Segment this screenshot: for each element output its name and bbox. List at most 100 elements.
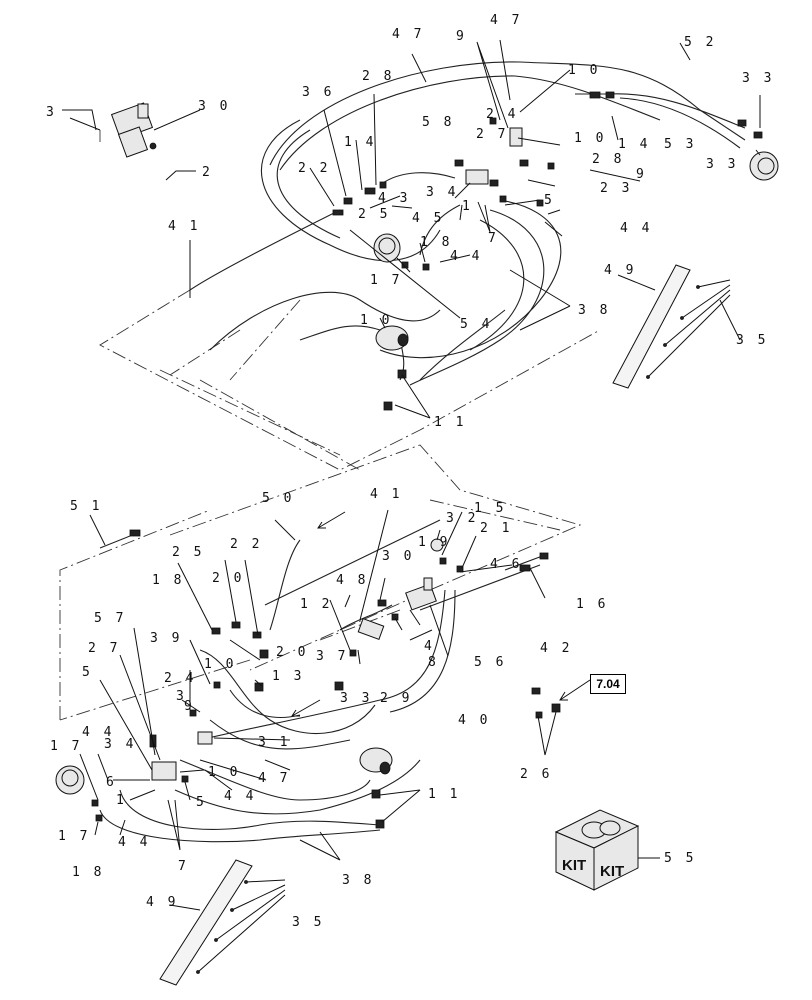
callout-11: 1 1 [434, 415, 466, 430]
callout-33: 3 3 [706, 157, 738, 172]
callout-9: 9 [184, 699, 195, 714]
page-reference-box[interactable]: 7.04 [590, 674, 626, 694]
callout-35: 3 5 [292, 915, 324, 930]
upper-fittings [332, 91, 763, 411]
upper-motor-10 [375, 325, 409, 351]
callout-26: 2 6 [520, 767, 552, 782]
lower-fittings [91, 529, 561, 829]
callout-58: 5 8 [422, 115, 454, 130]
callout-22: 2 2 [298, 161, 330, 176]
callout-38: 3 8 [342, 873, 374, 888]
callout-24: 2 4 [486, 107, 518, 122]
hose-44-loop [379, 199, 562, 359]
callout-25: 2 5 [172, 545, 204, 560]
callout-15: 1 5 [474, 501, 506, 516]
callout-7: 7 [488, 231, 499, 246]
upper-assembly [62, 39, 779, 471]
upper-valve-27 [509, 127, 523, 147]
kit-box-55: KIT KIT [554, 809, 660, 891]
callout-18: 1 8 [72, 865, 104, 880]
callout-37: 3 7 [316, 649, 348, 664]
callout-10: 1 0 [568, 63, 600, 78]
callout-1: 1 [116, 793, 127, 808]
hose-16 [504, 554, 546, 571]
callout-27: 2 7 [476, 127, 508, 142]
callout-20: 2 0 [276, 645, 308, 660]
callout-29: 2 9 [380, 691, 412, 706]
callout-17: 1 7 [58, 829, 90, 844]
callout-9: 9 [636, 167, 647, 182]
callout-34: 3 4 [426, 185, 458, 200]
callout-18: 1 8 [152, 573, 184, 588]
callout-27: 2 7 [88, 641, 120, 656]
callout-10: 1 0 [360, 313, 392, 328]
callout-44: 4 4 [224, 789, 256, 804]
callout-54: 5 4 [460, 317, 492, 332]
upper-frame-lines [99, 289, 601, 471]
callout-44: 4 4 [118, 835, 150, 850]
callout-13: 1 3 [272, 669, 304, 684]
callout-10: 1 0 [574, 131, 606, 146]
hose-52 [575, 93, 746, 129]
hose-42 [419, 564, 541, 611]
lower-assembly: KIT KIT [55, 444, 660, 986]
callout-34: 3 4 [104, 737, 136, 752]
callout-25: 2 5 [358, 207, 390, 222]
callout-3: 3 [46, 105, 57, 120]
callout-51: 5 1 [70, 499, 102, 514]
callout-50: 5 0 [262, 491, 294, 506]
upper-center-valve [465, 169, 489, 185]
callout-23: 2 3 [600, 181, 632, 196]
upper-motor-33 [749, 151, 779, 181]
callout-11: 1 1 [428, 787, 460, 802]
bar-49-lower [159, 859, 286, 986]
valve-block-30-lower [405, 577, 437, 611]
callout-32: 3 2 [446, 511, 478, 526]
callout-17: 1 7 [370, 273, 402, 288]
hose-40 [199, 589, 446, 741]
callout-28: 2 8 [592, 152, 624, 167]
callout-40: 4 0 [458, 713, 490, 728]
callout-5: 5 [544, 193, 555, 208]
callout-30: 3 0 [382, 549, 414, 564]
upper-pump-motor-17 [373, 233, 401, 263]
hose-48 [339, 604, 393, 631]
callout-30: 3 0 [198, 99, 230, 114]
hose-41 [189, 209, 341, 291]
hose-38-loop-a [409, 209, 545, 386]
hose-54-b [299, 325, 381, 341]
callout-labels: 4 7 4 7 5 2 9 1 0 3 3 3 3 1 4 5 3 3 0 3 … [46, 13, 774, 930]
upper-leader-lines [62, 39, 761, 419]
flow-arrows [291, 511, 591, 717]
callout-4: 4 [424, 639, 435, 654]
callout-47: 4 7 [258, 771, 290, 786]
callout-28: 2 8 [362, 69, 394, 84]
callout-20: 2 0 [212, 571, 244, 586]
callout-55: 5 5 [664, 851, 696, 866]
hose-40-b [389, 589, 456, 713]
hose-upper-left-loop-b [276, 129, 341, 239]
callout-24: 2 4 [164, 671, 196, 686]
callout-38: 3 8 [578, 303, 610, 318]
hose-38-loop-b [469, 219, 525, 351]
callout-36: 3 6 [302, 85, 334, 100]
lower-frame-lines [59, 444, 582, 721]
callout-41: 4 1 [168, 219, 200, 234]
callout-10: 1 0 [208, 765, 240, 780]
callout-22: 2 2 [230, 537, 262, 552]
callout-33: 3 3 [742, 71, 774, 86]
callout-1: 1 [462, 199, 473, 214]
hose-38-lower-a [119, 789, 381, 830]
callout-10: 1 0 [204, 657, 236, 672]
callout-44: 4 4 [450, 249, 482, 264]
callout-49: 4 9 [146, 895, 178, 910]
callout-48: 4 8 [336, 573, 368, 588]
callout-53: 5 3 [664, 137, 696, 152]
lower-center-valve [151, 761, 177, 781]
kit-label-right: KIT [600, 863, 624, 880]
callout-31: 3 1 [258, 735, 290, 750]
callout-7: 7 [178, 859, 189, 874]
callout-44: 4 4 [620, 221, 652, 236]
callout-46: 4 6 [490, 557, 522, 572]
callout-42: 4 2 [540, 641, 572, 656]
